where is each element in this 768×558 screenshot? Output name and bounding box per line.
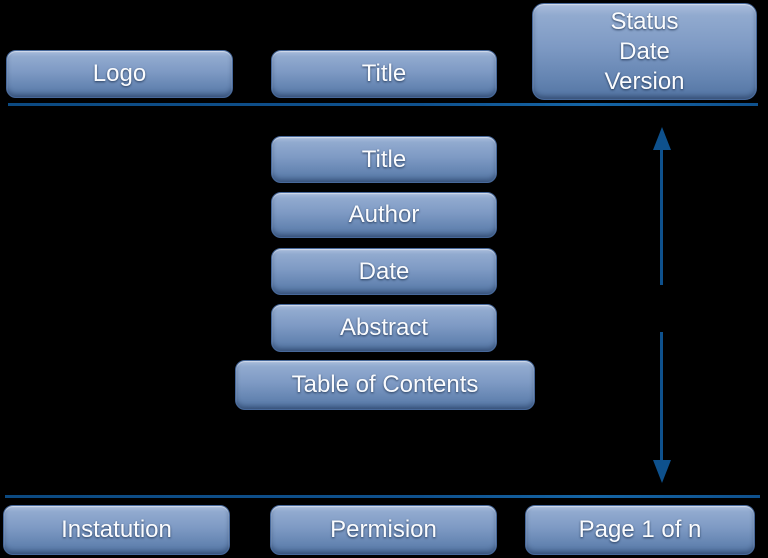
node-institution-label: Instatution [61, 516, 172, 543]
node-logo: Logo [6, 50, 233, 98]
node-table-of-contents: Table of Contents [235, 360, 535, 410]
node-logo-label: Logo [92, 60, 147, 87]
status-line-3: Version [604, 67, 685, 95]
node-institution: Instatution [3, 505, 230, 555]
arrow-down-head-icon [653, 460, 671, 483]
node-toc-label: Table of Contents [291, 371, 479, 398]
bottom-separator-line [5, 495, 760, 498]
node-author-label: Author [348, 201, 420, 228]
node-date-label: Date [358, 257, 410, 285]
arrow-shaft-lower [660, 332, 663, 462]
node-date: Date [271, 248, 497, 295]
node-header-title: Title [271, 50, 497, 98]
top-separator-line [8, 103, 758, 106]
arrow-up-head-icon [653, 127, 671, 150]
node-header-title-label: Title [361, 60, 407, 87]
node-abstract: Abstract [271, 304, 497, 352]
node-title: Title [271, 136, 497, 183]
status-line-1: Status [610, 7, 679, 35]
node-status-date-version: Status Date Version [532, 3, 757, 100]
node-title-label: Title [361, 145, 407, 173]
node-abstract-label: Abstract [339, 314, 429, 341]
node-page-number: Page 1 of n [525, 505, 755, 555]
node-permission-label: Permision [330, 516, 437, 543]
arrow-shaft-upper [660, 148, 663, 285]
node-permission: Permision [270, 505, 497, 555]
node-author: Author [271, 192, 497, 238]
status-line-2: Date [619, 37, 670, 65]
node-page-label: Page 1 of n [578, 516, 702, 543]
